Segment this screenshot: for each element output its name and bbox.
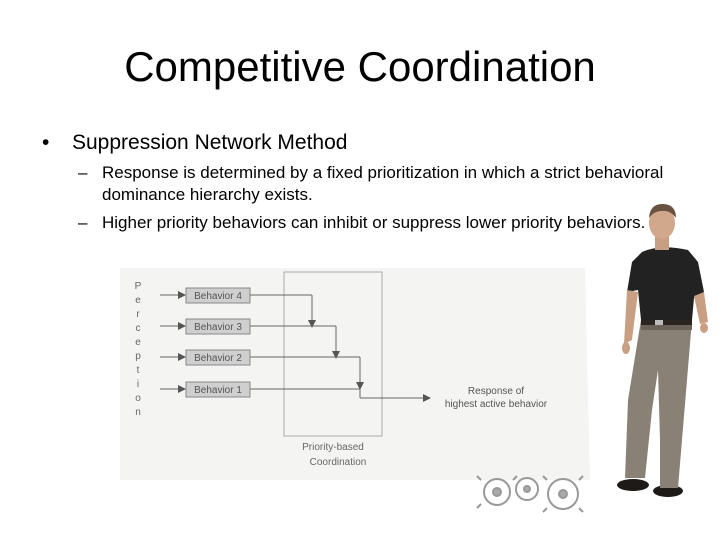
behavior-label: Behavior 1 xyxy=(194,385,242,396)
response-label-line2: highest active behavior xyxy=(445,399,548,410)
bullet-list: • Suppression Network Method – Response … xyxy=(40,128,680,234)
sub-bullet-text: Higher priority behaviors can inhibit or… xyxy=(102,213,646,232)
perception-letter: e xyxy=(135,295,141,306)
bullet-text: Suppression Network Method xyxy=(72,131,348,154)
perception-letter: n xyxy=(135,407,141,418)
perception-letter: e xyxy=(135,337,141,348)
behavior-1: Behavior 1 xyxy=(160,381,431,402)
sub-bullet-item: – Higher priority behaviors can inhibit … xyxy=(40,212,680,234)
behavior-label: Behavior 3 xyxy=(194,322,242,333)
coordination-label-line1: Priority-based xyxy=(302,442,364,453)
perception-label: P e r c e p t i o n xyxy=(135,281,142,418)
perception-letter: c xyxy=(136,323,141,334)
behavior-2: Behavior 2 xyxy=(160,349,364,390)
bullet-item: • Suppression Network Method xyxy=(40,128,680,158)
gears-decoration xyxy=(476,475,584,513)
perception-letter: r xyxy=(136,309,140,320)
response-label-line1: Response of xyxy=(468,386,524,397)
perception-letter: t xyxy=(137,365,140,376)
coordination-box xyxy=(283,271,383,437)
perception-letter: P xyxy=(135,281,142,292)
perception-letter: p xyxy=(135,351,141,362)
behavior-label: Behavior 4 xyxy=(194,291,242,302)
coordination-label-line2: Coordination xyxy=(310,457,367,468)
sub-bullet-item: – Response is determined by a fixed prio… xyxy=(40,162,680,206)
standing-man-illustration xyxy=(617,203,708,497)
sub-bullet-marker: – xyxy=(78,213,88,232)
sub-bullet-text: Response is determined by a fixed priori… xyxy=(102,163,664,204)
behavior-3: Behavior 3 xyxy=(160,318,340,359)
slide-title: Competitive Coordination xyxy=(124,43,596,90)
sub-bullet-marker: – xyxy=(78,163,88,182)
perception-letter: o xyxy=(135,393,141,404)
behavior-label: Behavior 2 xyxy=(194,353,242,364)
bullet-marker: • xyxy=(42,131,50,154)
perception-letter: i xyxy=(137,379,139,390)
behavior-4: Behavior 4 xyxy=(160,287,316,328)
